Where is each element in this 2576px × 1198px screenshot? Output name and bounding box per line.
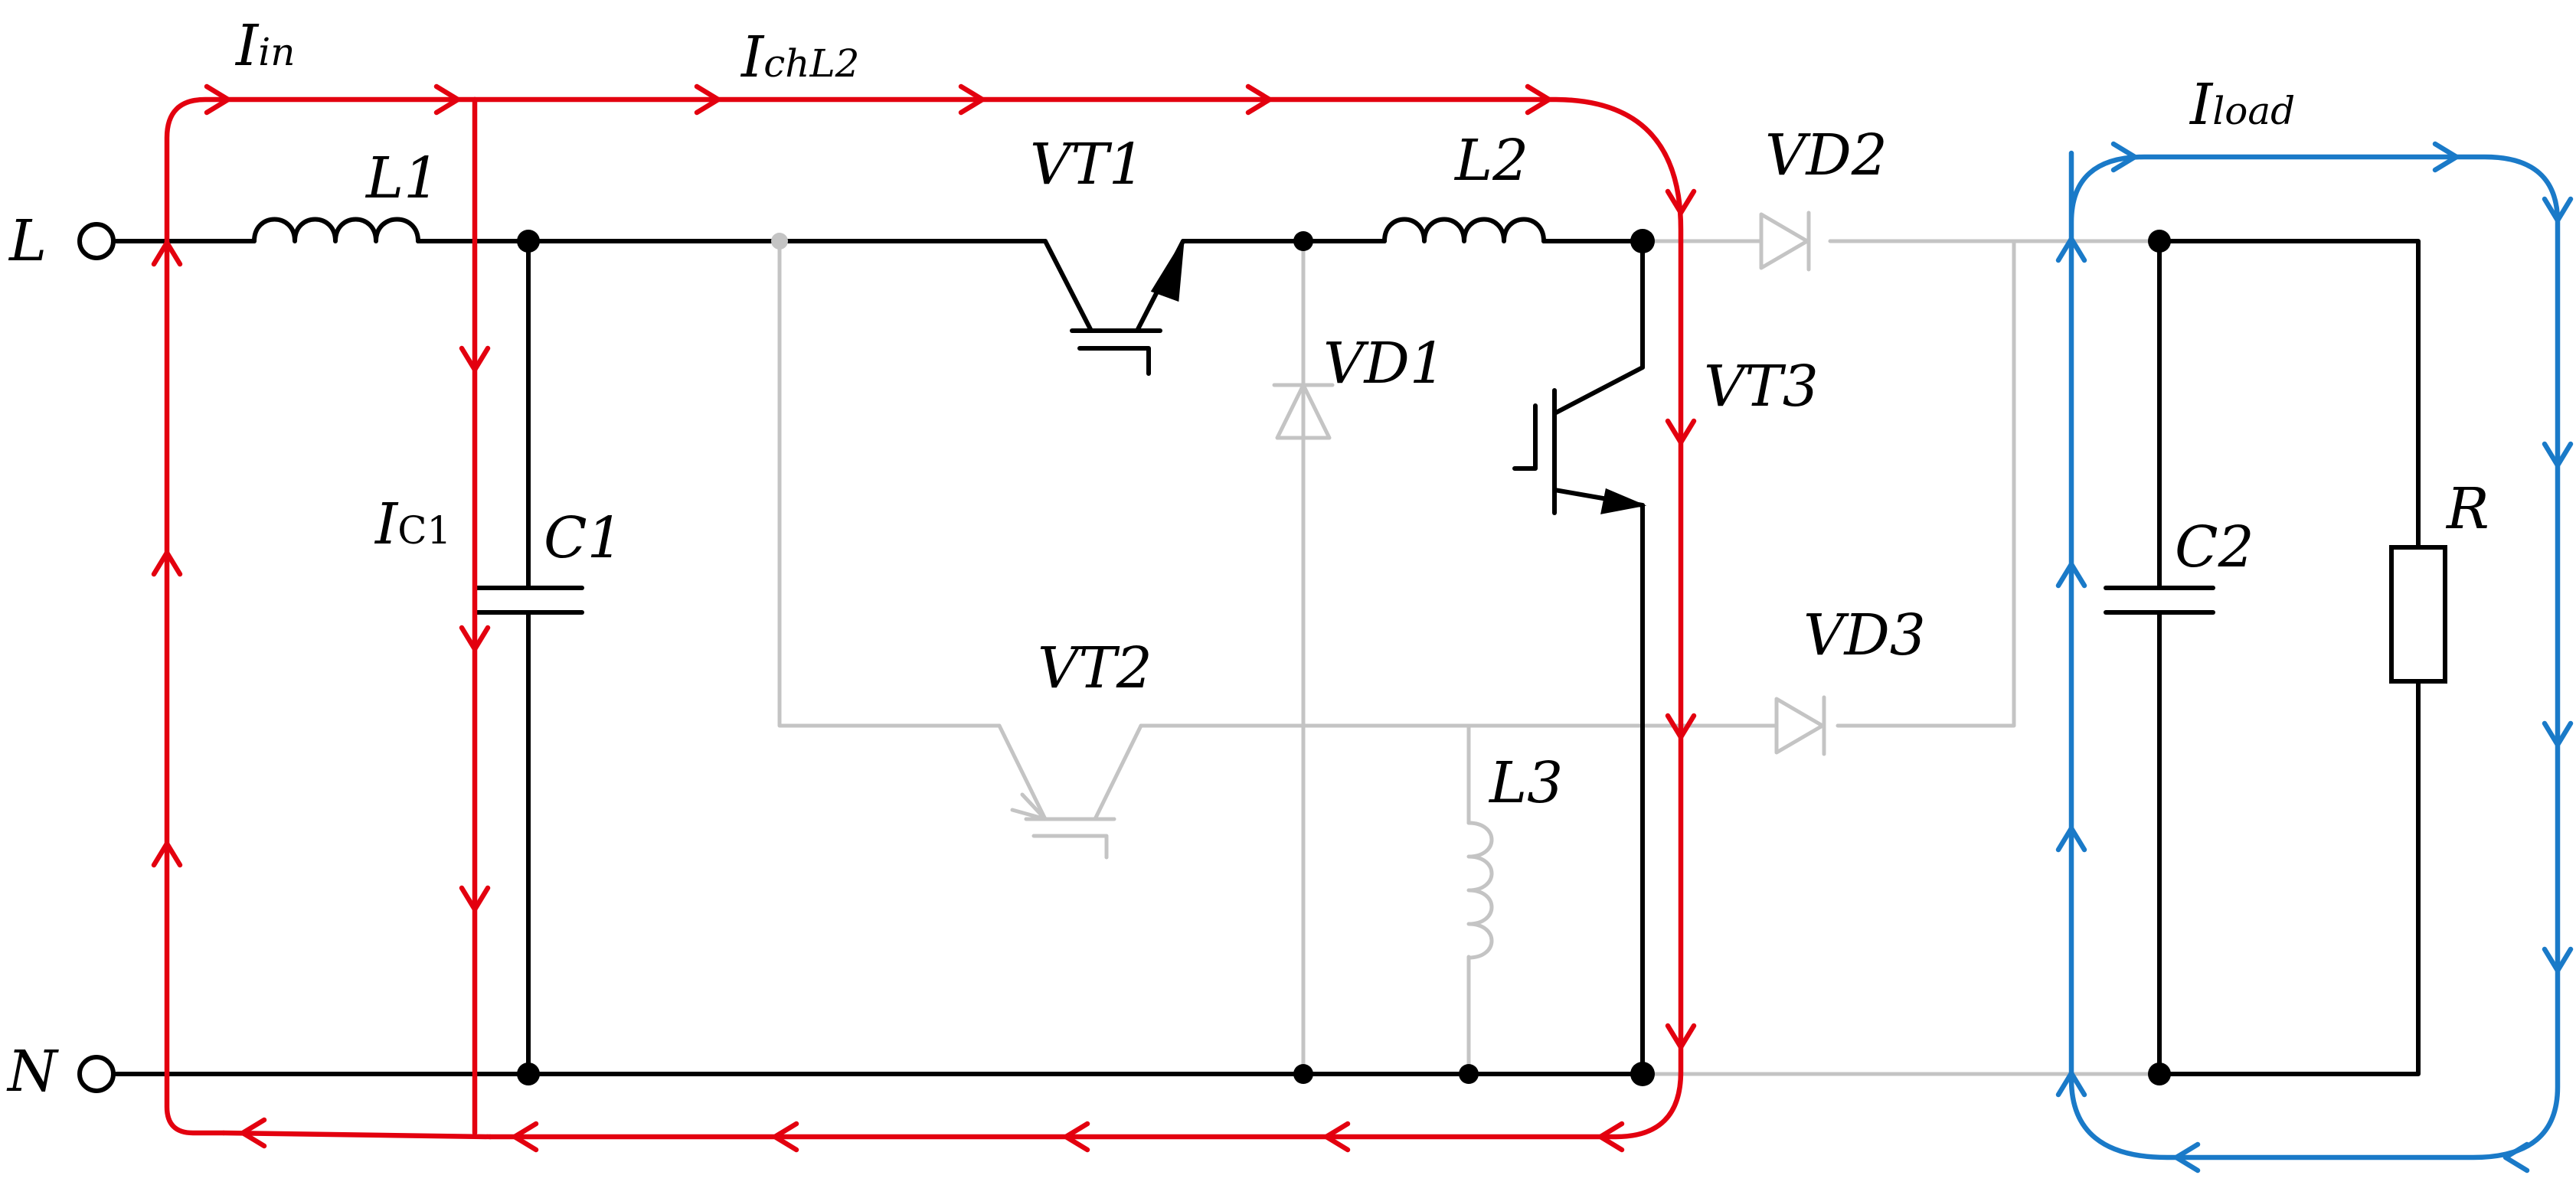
- l3-label: L3: [1488, 750, 1563, 816]
- vd3-diode: [1774, 695, 1826, 756]
- l3-inductor: [1466, 821, 1494, 960]
- junction-dots: [517, 229, 2171, 1086]
- load-current-arrows: [2055, 141, 2574, 1174]
- vt1-transistor: [1043, 239, 1185, 376]
- l2-label: L2: [1453, 128, 1528, 194]
- charging-current-loop: [151, 83, 1697, 1153]
- l1-label: L1: [364, 145, 440, 211]
- vd3-label: VD3: [1803, 602, 1926, 668]
- vt2-left-wire: [777, 239, 1002, 728]
- vt3-branch-wire: [1552, 239, 1645, 1076]
- vt1-label: VT1: [1030, 132, 1145, 197]
- line-terminal: [77, 222, 116, 260]
- l2-inductor: [1382, 217, 1546, 243]
- current-load-label: Iload: [2189, 72, 2295, 138]
- r-label: R: [2445, 476, 2489, 542]
- vd2-label: VD2: [1765, 122, 1888, 188]
- output-bottom-wire: [2157, 679, 2421, 1076]
- c2-label: C2: [2175, 514, 2254, 580]
- vd2-diode: [1759, 211, 1811, 272]
- charging-current-arrows: [151, 83, 1697, 1153]
- vt3-transistor: [1512, 388, 1647, 515]
- vt2-label: VT2: [1038, 635, 1152, 701]
- vt2-transistor: [997, 723, 1143, 860]
- labels: L N L1 L2 L3 C1 C2 R VT1 VT2 VT3 VD1 VD2…: [6, 13, 2489, 1105]
- vd3-output-wire: [1836, 239, 2016, 728]
- output-top-wire: [2157, 239, 2421, 550]
- vd1-label: VD1: [1323, 331, 1446, 397]
- vt3-label: VT3: [1704, 354, 1819, 419]
- vd1-diode: [1272, 383, 1335, 440]
- c1-label: C1: [544, 505, 623, 571]
- r-resistor: [2389, 545, 2447, 684]
- current-chl2-label: IchL2: [740, 24, 859, 90]
- load-current-loop: [2055, 141, 2574, 1174]
- line-terminal-label: L: [8, 208, 47, 274]
- neutral-terminal-label: N: [6, 1039, 59, 1105]
- current-c1-label: IC1: [374, 491, 451, 557]
- l1-inductor: [252, 217, 420, 243]
- inactive-wiring: [777, 239, 2162, 1076]
- c2-capacitor: [2104, 586, 2215, 615]
- c1-capacitor: [472, 586, 584, 615]
- current-in-label: Iin: [234, 13, 295, 79]
- neutral-terminal: [77, 1055, 116, 1093]
